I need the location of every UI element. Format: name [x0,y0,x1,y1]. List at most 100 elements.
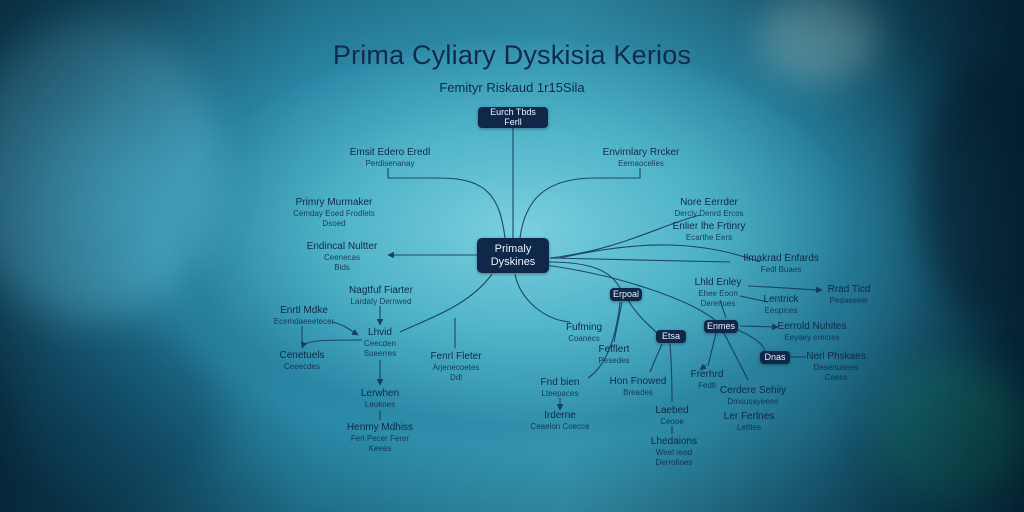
label-primry-title: Primry Murmaker [295,197,373,208]
label-rrad-sub: Pedaeseer [829,296,869,305]
label-lhvid-sub: Ceecden [363,339,397,348]
label-lentrick-sub: Eeopices [764,306,798,315]
label-nerl-sub2: Ceess [824,373,848,382]
label-laebed: Laebed Ceooe [655,405,688,427]
label-ilmakrad-sub: Fedl Buaes [760,265,802,274]
label-enrtl-sub: Ecemdaeeetecer [273,317,335,326]
label-nore: Nore Eerrder Dercly Denrd Ercos [674,197,743,219]
label-lhedaions-title: Lhedaions [650,436,698,447]
link-enmes-frerhrd [707,332,717,367]
label-henmy: Henmy Mdhiss Ferl Pecer Ferer Keees [347,422,413,454]
label-frerhrd: Frerhrd Fedtl [691,369,724,391]
label-fufming-sub: Coanecs [568,334,600,343]
label-endincal-sub: Ceenecas [323,253,361,262]
link-enmes-eerrold [739,323,779,331]
label-lerwhen-sub: Leoknes [364,400,396,409]
label-envirnlary-title: Envirnlary Rrcker [602,147,680,158]
label-rrad-title: Rrad Ticd [827,284,871,295]
label-lhvid-sub2: Sueerres [363,349,397,358]
center-node-line2: Dyskines [490,256,536,268]
label-hon: Hon Fnowed Breades [610,376,667,398]
label-nagtfuf-title: Nagtfuf Fiarter [349,285,413,296]
link-center-fufming [514,273,571,323]
link-lhld-rrad [747,285,823,294]
label-hon-sub: Breades [623,388,653,397]
label-fenrl-title: Fenrl Fleter [430,351,482,362]
center-node-line1: Primaly [494,243,532,255]
label-lerferlnes-title: Ler Ferlnes [723,411,775,422]
label-henmy-title: Henmy Mdhiss [346,422,414,433]
link-center-lhvid [399,273,493,333]
link-center-erpoal [547,261,621,289]
label-lhld: Lhld Enley Ehee Eoon Derenues [695,277,742,309]
node-enmes-label: Enmes [706,321,735,331]
diagram-subtitle: Femityr Riskaud 1r15Sila [439,80,585,95]
link-right-fork [549,214,701,259]
label-lerwhen: Lerwhen Leoknes [361,388,399,410]
node-dnas-label: Dnas [764,352,786,362]
label-lhedaions-sub: Weel reod [655,448,693,457]
link-center-enmes [544,264,716,321]
label-enrtl-title: Enrtl Mdke [280,305,328,316]
label-enlier-title: Enlier lhe Frtinry [672,221,746,232]
link-enmes-lhld [719,299,727,319]
label-endincal-sub2: Bids [334,263,350,272]
link-erpoal-etsa [627,299,659,335]
node-enmes: Enmes [704,320,738,333]
label-lhedaions-sub2: Derrotioes [655,458,693,467]
label-nagtfuf-sub: Lardaty Dernwed [350,297,412,306]
label-irderne-title: Irderne [544,410,576,421]
node-erpoal-label: Erpoal [612,289,639,299]
label-laebed-title: Laebed [655,405,689,416]
label-lerwhen-title: Lerwhen [360,388,400,399]
node-etsa-label: Etsa [661,331,680,341]
label-lhvid-title: Lhvid [368,327,392,338]
label-fnd: Fnd bien Lteepaces [541,377,580,399]
link-center-topright [519,168,641,239]
label-lhvid: Lhvid Ceecden Sueerres [364,327,396,359]
label-primry-sub: Cemday Eoed Frodlets [293,209,375,218]
diagram-title: Prima Cyliary Dyskisia Kerios [332,40,692,70]
label-eerrold-title: Eerrold Nuhites [777,321,847,332]
label-fnd-title: Fnd bien [540,377,580,388]
label-hon-title: Hon Fnowed [609,376,667,387]
label-ilmakrad: Ilmakrad Enfards Fedl Buaes [743,253,819,275]
top-node: Eurch Tbds Ferll [478,107,548,128]
label-henmy-sub2: Keees [368,444,392,453]
node-erpoal: Erpoal [610,288,642,301]
label-primry: Primry Murmaker Cemday Eoed Frodlets Dso… [293,197,375,229]
link-enmes-cerdere [723,332,749,381]
link-etsa-laebed [669,343,673,403]
label-cerdere-title: Cerdere Sehiiy [719,385,787,396]
label-irderne: Irderne Ceaelon Coecce [530,410,589,432]
label-primry-sub2: Dsoed [322,219,346,228]
label-lhld-title: Lhld Enley [694,277,742,288]
label-fufming: Fufming Coanecs [566,322,602,344]
label-enlier-sub: Ecarthe Eers [685,233,733,242]
label-cerdere-sub: Dmsusayeeee [727,397,779,406]
label-cerdere: Cerdere Sehiiy Dmsusayeeee [720,385,786,407]
label-lentrick: Lentrick Eeopices [763,294,798,316]
label-enrtl: Enrtl Mdke Ecemdaeeetecer [274,305,334,327]
label-envirnlary-sub: Eemaocelies [618,159,664,168]
label-endincal: Endincal Nultter Ceenecas Bids [307,241,378,273]
label-ilmakrad-title: Ilmakrad Enfards [743,253,819,264]
label-nagtfuf: Nagtfuf Fiarter Lardaty Dernwed [349,285,413,307]
label-nore-sub: Dercly Denrd Ercos [674,209,744,218]
link-center-right [549,257,731,263]
label-envirnlary: Envirnlary Rrcker Eemaocelies [603,147,680,169]
label-fefflert-title: Fefflert [598,344,630,355]
center-node: Primaly Dyskines [477,238,549,273]
top-node-line2: Ferll [504,117,522,127]
label-emsit-sub: Perdisenanay [365,159,415,168]
label-fufming-title: Fufming [565,322,603,333]
label-nerl: Nerl Phskaes Desenuanes Ceess [806,351,865,383]
label-laebed-sub: Ceooe [660,417,684,426]
link-erpoal-fefflert [613,301,623,343]
label-nore-title: Nore Eerrder [680,197,738,208]
label-lerferlnes-sub: Letttes [736,423,762,432]
link-lhvid-cenetuels [301,339,363,349]
label-fefflert: Fefflert Pesedes [598,344,629,366]
